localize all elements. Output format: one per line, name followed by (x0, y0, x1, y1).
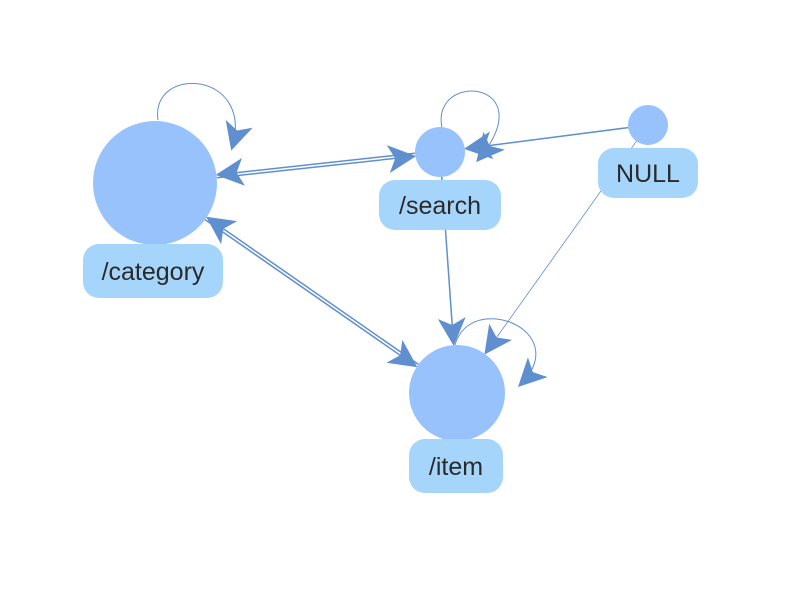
node-item[interactable]: /item (409, 345, 505, 493)
node-label-background (379, 180, 501, 230)
node-search[interactable]: /search (379, 127, 501, 230)
node-label-background (409, 439, 503, 493)
node-label: /search (399, 192, 481, 220)
node-label: /item (429, 453, 483, 481)
edge-category-to-search[interactable] (216, 145, 417, 179)
edge-category-to-item[interactable] (204, 219, 418, 368)
node-label-background (83, 244, 223, 298)
edge-item-to-item[interactable] (454, 318, 548, 387)
edge-null-to-search[interactable] (463, 126, 629, 160)
edge-category-to-category[interactable] (157, 82, 253, 151)
edge-search-to-search[interactable] (440, 90, 505, 163)
node-circle[interactable] (409, 345, 505, 441)
node-null[interactable]: NULL (598, 105, 698, 198)
node-circle[interactable] (628, 105, 668, 145)
node-circle[interactable] (93, 121, 217, 245)
node-category[interactable]: /category (83, 121, 223, 298)
nodes-layer: /category/search NULL/item (83, 105, 698, 493)
node-label: NULL (616, 160, 680, 188)
node-label-background (598, 148, 698, 198)
edge-item-to-category[interactable] (206, 216, 419, 365)
edge-search-to-category[interactable] (215, 152, 416, 186)
node-circle[interactable] (415, 127, 465, 177)
node-label: /category (102, 258, 205, 286)
edges-layer (157, 82, 637, 387)
